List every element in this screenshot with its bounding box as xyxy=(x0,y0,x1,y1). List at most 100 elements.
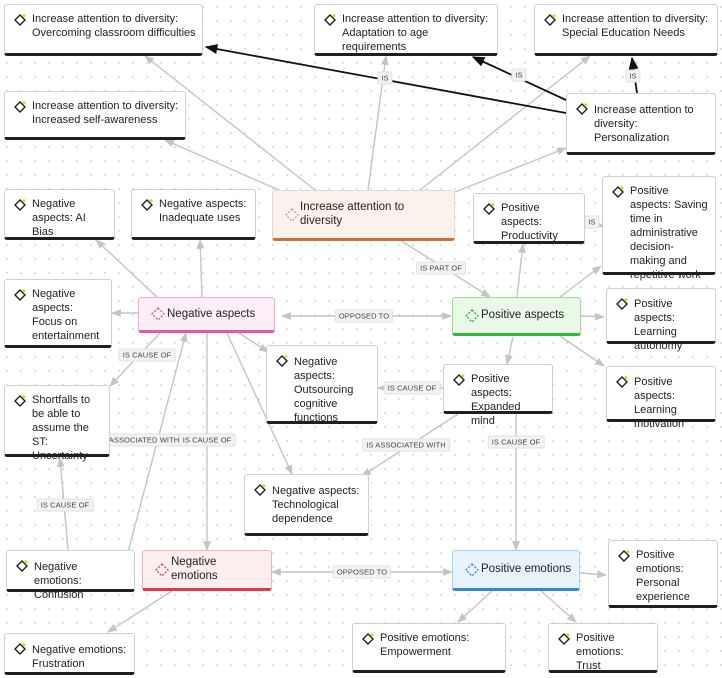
dashed-diamond-icon xyxy=(285,207,299,222)
edge xyxy=(235,330,269,353)
concept-node[interactable]: Negative aspects: Inadequate uses xyxy=(131,189,256,240)
node-label: Negative aspects: Inadequate uses xyxy=(159,198,247,224)
hub-label: Positive aspects xyxy=(481,309,565,321)
edge xyxy=(579,570,607,579)
edge xyxy=(196,239,205,298)
node-label: Positive emotions: Empowerment xyxy=(380,632,470,658)
dashed-diamond-icon xyxy=(151,307,165,321)
edge-label: IS xyxy=(511,68,527,82)
edge xyxy=(505,336,514,365)
hub-node-negative-aspects[interactable]: Negative aspects xyxy=(138,297,275,333)
dashed-diamond-icon xyxy=(465,562,479,577)
hub-node-positive-emotions[interactable]: Positive emotions xyxy=(452,550,580,591)
concept-node[interactable]: Negative emotions: Frustration xyxy=(4,633,135,675)
node-label: Positive aspects: Learning autonomy xyxy=(634,298,683,352)
concept-node[interactable]: Positive aspects: Productivity xyxy=(473,193,585,244)
diamond-icon xyxy=(16,560,28,572)
node-label: Positive aspects: Learning motivation xyxy=(634,376,685,430)
concept-node[interactable]: Increase attention to diversity: Overcom… xyxy=(4,4,203,56)
diamond-icon xyxy=(362,633,374,645)
edge-label: IS xyxy=(377,71,393,85)
edge xyxy=(457,590,493,623)
concept-node[interactable]: Positive emotions: Empowerment xyxy=(352,623,506,673)
hub-node-diversity[interactable]: Increase attention to diversity xyxy=(272,190,455,241)
concept-node[interactable]: Increase attention to diversity: Special… xyxy=(534,4,718,56)
concept-node[interactable]: Increase attention to diversity: Adaptat… xyxy=(314,4,498,56)
edge-label: IS CAUSE OF xyxy=(383,381,441,395)
diamond-icon xyxy=(558,633,570,645)
node-label: Increase attention to diversity: Increas… xyxy=(32,100,179,126)
concept-node[interactable]: Positive emotions: Trust xyxy=(548,623,658,673)
hub-label: Negative aspects xyxy=(167,307,256,320)
concept-node[interactable]: Positive emotions: Personal experience xyxy=(608,540,718,608)
diamond-icon xyxy=(14,395,26,407)
diamond-icon xyxy=(14,289,26,301)
hub-label: Increase attention to diversity xyxy=(300,201,405,227)
concept-node[interactable]: Shortfalls to be able to assume the ST: … xyxy=(4,385,110,462)
node-label: Negative aspects: AI Bias xyxy=(32,198,86,238)
diamond-icon xyxy=(324,14,336,26)
diamond-icon xyxy=(141,199,153,211)
diamond-icon xyxy=(14,199,26,211)
node-label: Increase attention to diversity: Adaptat… xyxy=(342,13,489,53)
edge xyxy=(454,147,567,193)
concept-node[interactable]: Negative aspects: Technological dependen… xyxy=(244,474,369,536)
node-label: Increase attention to diversity: Special… xyxy=(562,13,709,39)
node-label: Positive emotions: Personal experience xyxy=(636,549,690,603)
diamond-icon xyxy=(14,101,26,113)
diamond-icon xyxy=(14,14,26,26)
node-label: Positive emotions: Trust xyxy=(576,632,624,672)
concept-node[interactable]: Positive aspects: Expanded mind xyxy=(443,364,553,427)
edge-label: IS ASSOCIATED WITH xyxy=(362,438,450,452)
diamond-icon xyxy=(453,374,465,386)
hub-label: Negative emotions xyxy=(171,556,218,582)
diamond-icon xyxy=(254,484,266,496)
diamond-icon xyxy=(618,550,630,562)
concept-node[interactable]: Negative aspects: Focus on entertainment xyxy=(4,279,112,348)
hub-node-negative-emotions[interactable]: Negative emotions xyxy=(142,550,272,591)
edge-label: IS CAUSE OF xyxy=(487,435,545,449)
diamond-icon xyxy=(612,186,624,198)
dashed-diamond-icon xyxy=(155,562,169,577)
edge xyxy=(164,139,291,196)
edge-label: IS xyxy=(625,69,641,83)
node-label: Negative emotions: Confusion xyxy=(34,561,84,601)
edge xyxy=(95,239,159,299)
concept-node[interactable]: Negative aspects: Outsourcing cognitive … xyxy=(266,345,378,424)
edge-label: ASSOCIATED WITH xyxy=(104,433,184,447)
edge xyxy=(226,332,293,475)
edge xyxy=(540,590,577,623)
edge-label: IS CAUSE OF xyxy=(118,348,176,362)
edge xyxy=(580,312,605,321)
concept-node[interactable]: Increase attention to diversity: Persona… xyxy=(566,93,716,155)
node-label: Positive aspects: Productivity xyxy=(501,202,558,242)
edge-label: OPPOSED TO xyxy=(332,565,392,579)
concept-node[interactable]: Positive aspects: Learning motivation xyxy=(606,366,716,430)
edge-label: IS PART OF xyxy=(416,261,466,275)
edge-label: IS xyxy=(584,215,600,229)
concept-node[interactable]: Negative aspects: AI Bias xyxy=(4,189,115,240)
diamond-icon xyxy=(616,376,628,388)
diamond-icon xyxy=(483,203,495,215)
concept-node[interactable]: Increase attention to diversity: Increas… xyxy=(4,91,186,140)
concept-node[interactable]: Positive aspects: Learning autonomy xyxy=(606,288,716,352)
concept-node[interactable]: Negative emotions: Confusion xyxy=(6,550,135,601)
node-label: Negative aspects: Technological dependen… xyxy=(272,485,360,525)
node-label: Positive aspects: Expanded mind xyxy=(471,373,521,427)
hub-label: Positive emotions xyxy=(481,563,572,575)
concept-node[interactable]: Positive aspects: Saving time in adminis… xyxy=(602,176,716,281)
edge-label: OPPOSED TO xyxy=(334,309,394,323)
diamond-icon xyxy=(14,643,26,655)
node-label: Positive aspects: Saving time in adminis… xyxy=(630,185,708,281)
diamond-icon xyxy=(544,14,556,26)
edge xyxy=(516,243,526,298)
edge-label: IS CAUSE OF xyxy=(178,433,236,447)
edge xyxy=(559,335,605,367)
node-label: Negative emotions: Frustration xyxy=(32,644,127,670)
node-label: Increase attention to diversity: Persona… xyxy=(594,104,694,144)
dashed-diamond-icon xyxy=(465,308,479,323)
diamond-icon xyxy=(276,355,288,367)
node-label: Increase attention to diversity: Overcom… xyxy=(32,13,196,39)
edge xyxy=(559,265,602,298)
hub-node-positive-aspects[interactable]: Positive aspects xyxy=(452,297,581,336)
